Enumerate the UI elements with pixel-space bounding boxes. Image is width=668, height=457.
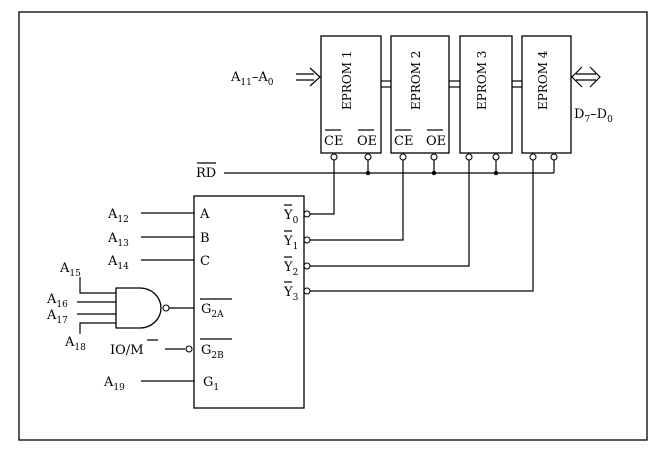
eprom-2-label: EPROM 2 — [409, 51, 423, 110]
decoder-output-y1: Y1 — [283, 160, 404, 252]
svg-text:Y0: Y0 — [283, 208, 299, 226]
eprom-2: EPROM 2 CE OE — [390, 35, 450, 154]
decoder-input-b: A13 B — [107, 231, 210, 249]
io-m-label: IO/M — [110, 343, 144, 358]
data-bus-label: D7–D0 — [574, 107, 613, 125]
bus-links — [381, 80, 522, 88]
svg-text:C: C — [200, 254, 210, 269]
decoder-input-c: A14 C — [107, 254, 210, 272]
eprom-2-oe-label: OE — [426, 134, 446, 149]
decoder-output-y3: Y3 — [283, 160, 534, 303]
svg-text:G2B: G2B — [201, 343, 224, 361]
nand-input-a16: A16 — [46, 292, 116, 310]
eprom-4-label: EPROM 4 — [536, 50, 550, 110]
svg-text:G2A: G2A — [201, 302, 224, 320]
svg-text:Y1: Y1 — [283, 234, 298, 252]
eprom-1-oe-label: OE — [357, 134, 377, 149]
eprom-3: EPROM 3 — [459, 35, 513, 154]
decoder-output-y0: Y0 — [283, 160, 335, 226]
eprom-2-ce-label: CE — [394, 134, 413, 149]
svg-text:A13: A13 — [107, 231, 129, 249]
svg-text:Y3: Y3 — [283, 285, 299, 303]
svg-text:A: A — [199, 207, 210, 222]
svg-text:A17: A17 — [46, 308, 68, 326]
svg-text:A18: A18 — [64, 335, 86, 353]
decoder-g2b: IO/M G2B — [110, 338, 232, 361]
frame — [18, 11, 648, 441]
address-bus-label: A11–A0 — [230, 70, 274, 88]
svg-text:B: B — [200, 231, 210, 246]
eprom-pin-bubbles — [330, 153, 558, 161]
data-bus-arrow — [571, 66, 601, 88]
address-bus-arrow — [296, 67, 321, 87]
svg-text:A15: A15 — [59, 261, 81, 279]
nand-gate — [115, 287, 194, 329]
decoder-g2a: G2A — [200, 298, 232, 320]
svg-text:A19: A19 — [103, 375, 125, 393]
nand-input-a15: A15 — [59, 261, 116, 294]
eprom-4: EPROM 4 — [521, 35, 572, 154]
decoder-g1: A19 G1 — [103, 375, 219, 393]
svg-text:Y2: Y2 — [283, 260, 298, 278]
eprom-1-label: EPROM 1 — [340, 51, 354, 110]
svg-text:A16: A16 — [46, 292, 68, 310]
svg-text:A12: A12 — [107, 207, 129, 225]
decoder-input-a: A12 A — [107, 207, 210, 225]
decoder-output-y2: Y2 — [283, 160, 470, 278]
svg-text:G1: G1 — [203, 375, 219, 393]
nand-input-a17: A17 — [46, 308, 116, 326]
eprom-1-ce-label: CE — [324, 134, 343, 149]
eprom-3-label: EPROM 3 — [475, 51, 489, 110]
rd-label: RD — [196, 166, 216, 181]
svg-text:A14: A14 — [107, 254, 129, 272]
rd-line — [224, 160, 555, 176]
nand-input-a18: A18 — [64, 322, 116, 353]
eprom-1: EPROM 1 CE OE — [320, 35, 382, 154]
